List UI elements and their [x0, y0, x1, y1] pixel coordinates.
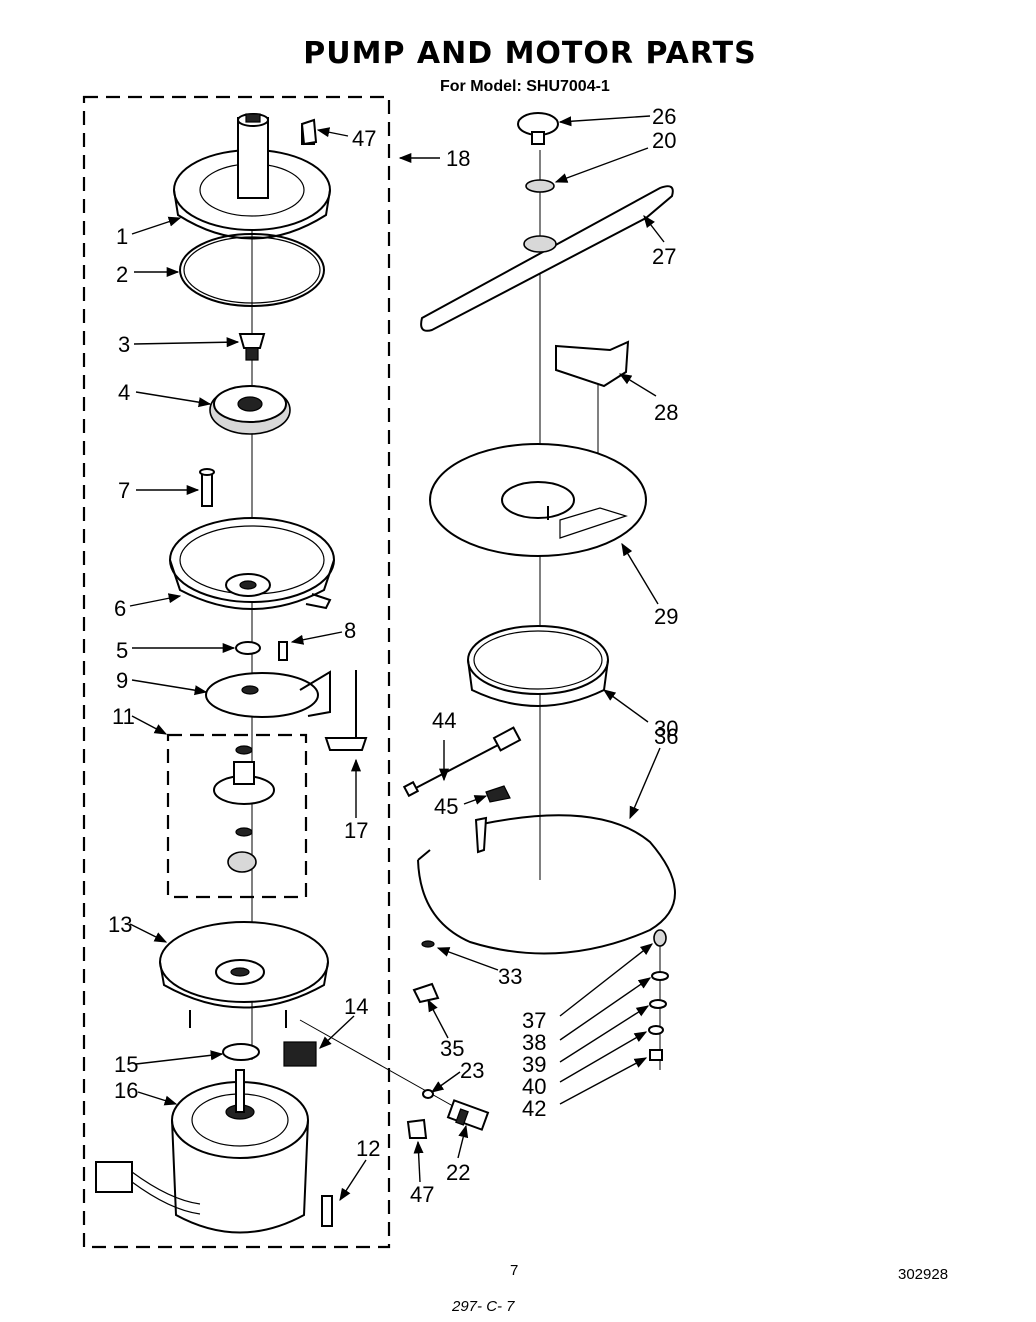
- callout-5: 5: [116, 638, 128, 663]
- small-screw-part: [278, 641, 288, 661]
- callout-6: 6: [114, 596, 126, 621]
- cap-part: [517, 112, 559, 145]
- handwritten-note: 297- C- 7: [452, 1298, 515, 1315]
- callout-9: 9: [116, 668, 128, 693]
- fastener-stack-part: [648, 929, 669, 1061]
- callout-22: 22: [446, 1160, 470, 1185]
- washer-part: [235, 641, 261, 655]
- clip-46-part: [300, 118, 318, 146]
- callout-46: 47: [352, 126, 376, 151]
- callout-4: 4: [118, 380, 130, 405]
- callout-18: 18: [446, 146, 470, 171]
- callout-11: 11: [112, 704, 135, 729]
- switch-axis: [299, 1019, 461, 1111]
- motor-bolt-part: [321, 1195, 333, 1227]
- callout-15: 15: [114, 1052, 138, 1077]
- model-subtitle: For Model: SHU7004-1: [440, 78, 610, 95]
- callout-7: 7: [118, 478, 130, 503]
- callout-12: 12: [356, 1136, 380, 1161]
- callout-23: 23: [460, 1058, 484, 1083]
- callout-39: 39: [522, 1052, 546, 1077]
- filter-ring-part: [467, 625, 609, 707]
- callout-30: 30: [654, 716, 678, 741]
- o-ring-part: [422, 1089, 434, 1099]
- impeller-subassembly-part: [213, 745, 275, 873]
- probe-part: [402, 726, 522, 798]
- callout-47: 47: [410, 1182, 434, 1207]
- callout-8: 8: [344, 618, 356, 643]
- document-number: 302928: [898, 1266, 949, 1283]
- clip-35-part: [412, 982, 440, 1004]
- callout-27: 27: [652, 244, 676, 269]
- callout-17: 17: [344, 818, 368, 843]
- callout-28: 28: [654, 400, 678, 425]
- bracket-part: [485, 785, 511, 803]
- pump-housing-part: [173, 113, 331, 240]
- heating-element-part: [417, 814, 676, 955]
- insulator-block-part: [283, 1041, 317, 1067]
- ring-gasket-part: [179, 233, 325, 307]
- callout-40: 40: [522, 1074, 546, 1099]
- motor-part: [95, 1069, 309, 1234]
- callout-labels: 47 18 1 2 3 4 7 6 5 8 9 11 17 13 14 15 1…: [108, 104, 678, 1207]
- filter-disc-part: [429, 443, 647, 557]
- callout-45: 45: [434, 794, 458, 819]
- clip-part: [406, 1118, 428, 1139]
- pump-motor-assembly-boundary: [82, 95, 391, 1249]
- actuator-rod-part: [324, 670, 368, 751]
- callout-13: 13: [108, 912, 132, 937]
- disc-part: [209, 385, 291, 435]
- callout-16: 16: [114, 1078, 138, 1103]
- motor-washer-part: [222, 1043, 260, 1061]
- callout-44: 44: [432, 708, 456, 733]
- spray-arm-washer-part: [525, 179, 555, 193]
- switch-part: [446, 1099, 490, 1131]
- callout-42: 42: [522, 1096, 546, 1121]
- callout-36: 36: [654, 724, 678, 749]
- callout-1: 1: [116, 224, 128, 249]
- callout-20: 20: [652, 128, 676, 153]
- spray-arm-part: [420, 185, 674, 332]
- page-title: PUMP AND MOTOR PARTS: [303, 36, 757, 71]
- callout-33: 33: [498, 964, 522, 989]
- callout-2: 2: [116, 262, 128, 287]
- leader-lines: [129, 115, 665, 1202]
- impeller-nut-part: [238, 333, 266, 361]
- callout-38: 38: [522, 1030, 546, 1055]
- callout-14: 14: [344, 994, 368, 1019]
- nut-33-part: [421, 940, 435, 948]
- callout-35: 35: [440, 1036, 464, 1061]
- guide-part: [555, 340, 630, 388]
- callout-37: 37: [522, 1008, 546, 1033]
- page-number: 7: [510, 1262, 519, 1279]
- callout-26: 26: [652, 104, 676, 129]
- motor-mount-part: [159, 921, 329, 1028]
- pump-body-part: [169, 517, 335, 610]
- screw-part: [199, 468, 215, 507]
- callout-29: 29: [654, 604, 678, 629]
- impeller-subassembly-boundary: [166, 733, 308, 899]
- mounting-plate-part: [205, 670, 331, 718]
- callout-3: 3: [118, 332, 130, 357]
